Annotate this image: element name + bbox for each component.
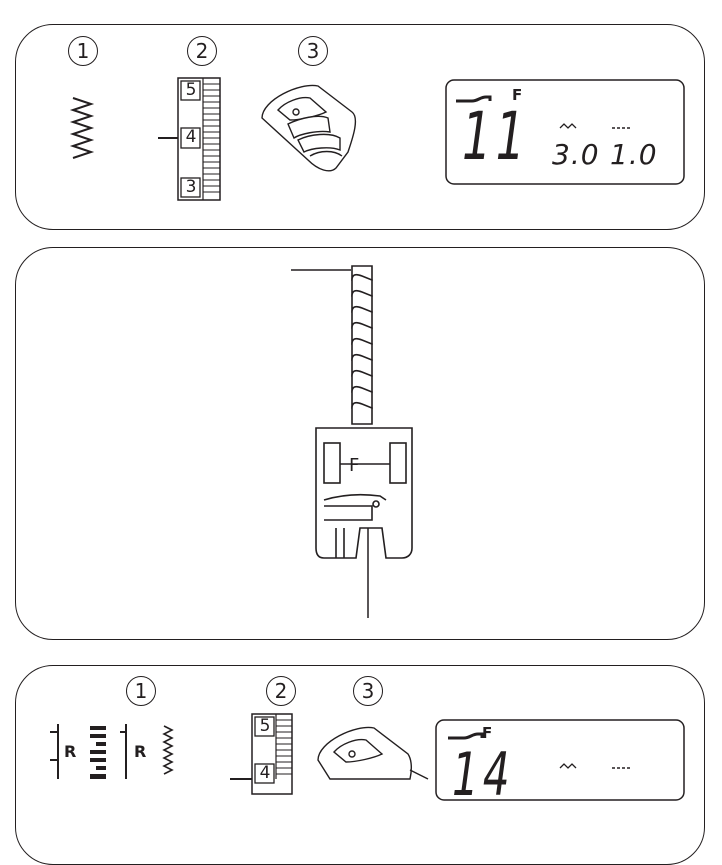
bartack-stitch-icon <box>90 726 106 779</box>
straight-stitch-reverse-icon <box>50 724 58 779</box>
dial-number-4-top: 4 <box>181 127 201 147</box>
triple-zigzag-icon <box>164 726 172 774</box>
reverse-label-2: R <box>134 742 146 761</box>
reverse-label-1: R <box>64 742 76 761</box>
dial-number-5: 5 <box>255 716 275 736</box>
straight-stitch-reverse-icon-2 <box>120 724 126 779</box>
dial-number-4: 4 <box>255 763 275 783</box>
dial-number-3-top: 3 <box>181 177 201 197</box>
dial-number-5-top: 5 <box>181 80 201 100</box>
panel3-illustrations <box>0 0 722 779</box>
lcd-pattern-number-b: 14 <box>452 740 514 810</box>
presser-foot-icon-b <box>318 727 411 779</box>
